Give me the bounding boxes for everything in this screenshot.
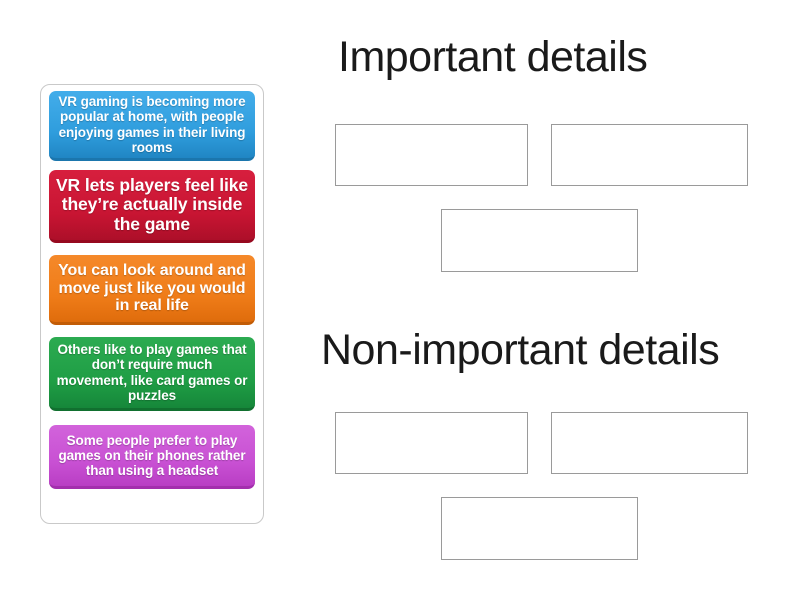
draggable-card-orange[interactable]: You can look around and move just like y…	[49, 255, 255, 325]
dropzone-important-2[interactable]	[551, 124, 748, 186]
dropzone-important-1[interactable]	[335, 124, 528, 186]
card-label: VR gaming is becoming more popular at ho…	[58, 94, 246, 155]
dropzone-important-3[interactable]	[441, 209, 638, 272]
card-label: Some people prefer to play games on thei…	[58, 432, 246, 479]
draggable-card-red[interactable]: VR lets players feel like they’re actual…	[49, 170, 255, 243]
cards-panel: VR gaming is becoming more popular at ho…	[40, 84, 264, 524]
card-label: You can look around and move just like y…	[58, 261, 246, 315]
card-label: Others like to play games that don’t req…	[56, 342, 248, 403]
group-heading-important: Important details	[338, 33, 648, 81]
draggable-card-green[interactable]: Others like to play games that don’t req…	[49, 337, 255, 411]
draggable-card-purple[interactable]: Some people prefer to play games on thei…	[49, 425, 255, 489]
dropzone-non-important-1[interactable]	[335, 412, 528, 474]
card-label: VR lets players feel like they’re actual…	[55, 174, 249, 234]
group-heading-non-important: Non-important details	[321, 326, 720, 374]
dropzone-non-important-2[interactable]	[551, 412, 748, 474]
draggable-card-blue[interactable]: VR gaming is becoming more popular at ho…	[49, 91, 255, 161]
dropzone-non-important-3[interactable]	[441, 497, 638, 560]
